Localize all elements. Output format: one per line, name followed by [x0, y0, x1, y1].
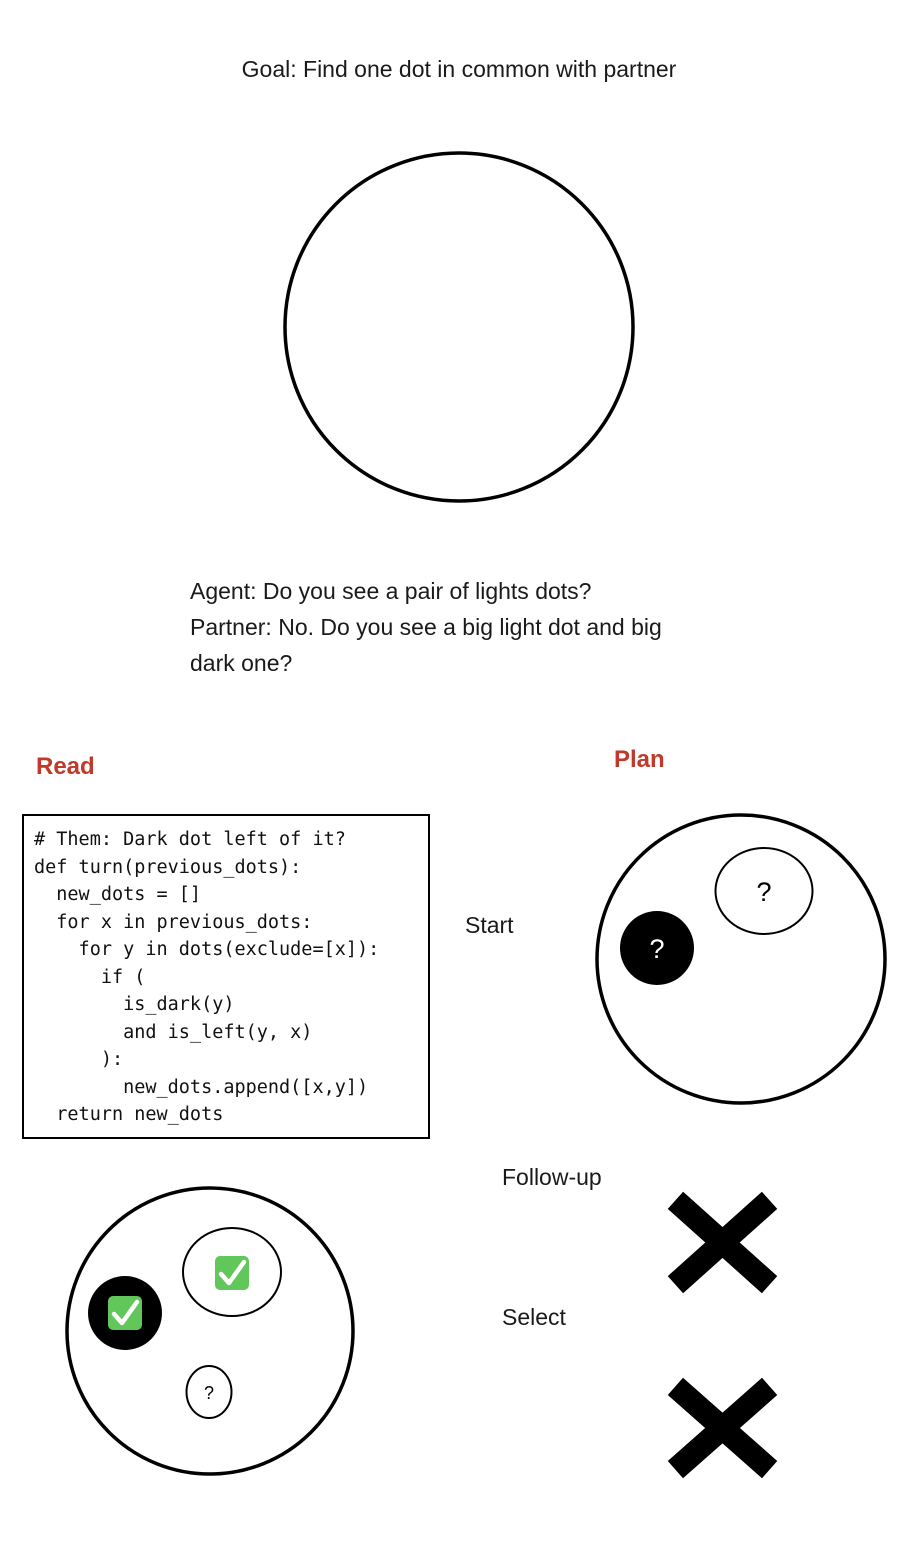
cross-icon — [667, 1377, 778, 1479]
light-dot — [714, 847, 814, 935]
question-mark-icon: ? — [649, 934, 664, 964]
agent-utterance: Agent: Do you see a pair of lights dots? — [190, 578, 592, 604]
empty-view-circle — [283, 151, 635, 503]
step-label-select: Select — [502, 1304, 566, 1330]
code-text: # Them: Dark dot left of it? def turn(pr… — [34, 829, 380, 1125]
question-mark-icon: ? — [756, 877, 771, 907]
step-label-start: Start — [465, 912, 514, 938]
plan-heading: Plan — [614, 746, 665, 773]
dialogue: Agent: Do you see a pair of lights dots?… — [190, 573, 730, 681]
question-mark-icon: ? — [204, 1383, 214, 1403]
small-light-dot — [185, 1365, 233, 1419]
read-result-view: ? — [65, 1186, 355, 1476]
read-heading: Read — [36, 753, 95, 780]
step-label-followup: Follow-up — [502, 1164, 602, 1190]
partner-utterance-line-2: dark one? — [190, 650, 293, 676]
start-view-circle — [595, 813, 887, 1105]
partner-utterance-line-1: Partner: No. Do you see a big light dot … — [190, 614, 662, 640]
goal-text: Goal: Find one dot in common with partne… — [241, 56, 677, 82]
dark-dot — [620, 911, 694, 985]
checkmark-icon — [108, 1296, 142, 1330]
cross-icon — [667, 1191, 778, 1294]
plan-start-view: ? ? — [595, 813, 887, 1105]
checkmark-icon — [215, 1256, 249, 1290]
result-view-circle — [65, 1186, 355, 1476]
code-block: # Them: Dark dot left of it? def turn(pr… — [22, 814, 430, 1139]
